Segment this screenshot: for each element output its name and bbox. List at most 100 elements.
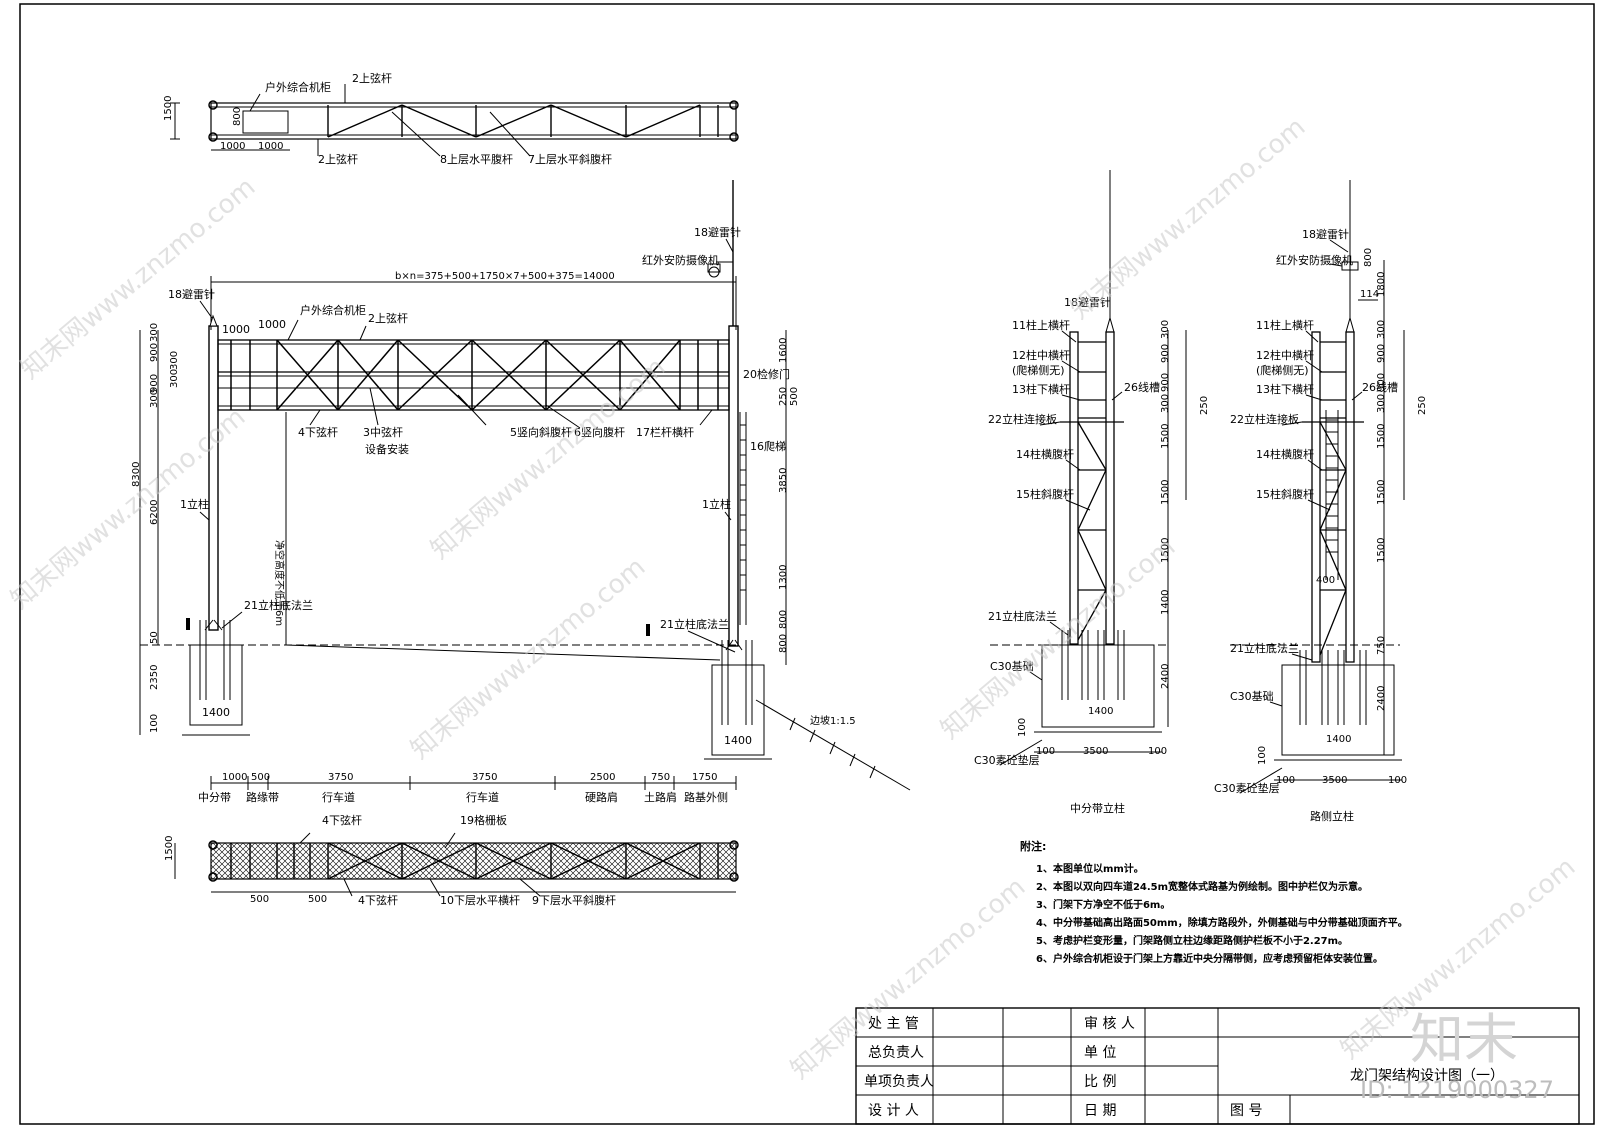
road-camera: 红外安防摄像机 xyxy=(1276,253,1353,267)
median-h-web: 14柱横腹杆 xyxy=(1016,447,1074,461)
road-vdim-0: 1800 xyxy=(1376,272,1387,297)
median-side-dim: 250 xyxy=(1199,396,1210,415)
brand-logo: 知末 xyxy=(1410,1008,1518,1071)
elev-cabinet-label: 户外综合机柜 xyxy=(300,303,366,317)
median-top-bar: 11柱上横杆 xyxy=(1012,318,1070,332)
road-pad-h: 100 xyxy=(1257,746,1268,765)
equipment-label: 设备安装 xyxy=(365,442,409,456)
lower-s-label: 9下层水平斜腹杆 xyxy=(532,893,616,907)
median-plate: 22立柱连接板 xyxy=(988,412,1057,426)
watermark-5: 知末网www.znzmo.com xyxy=(935,532,1181,745)
elev-left-dim-5: 300 xyxy=(149,389,160,408)
column-left-label: 1立柱 xyxy=(180,497,209,511)
median-vdim-6: 1500 xyxy=(1160,538,1171,563)
median-mid-bar: 12柱中横杆 xyxy=(1012,348,1070,362)
tb-r3c4: 比 例 xyxy=(1084,1074,1116,1090)
elev-right-dim-3: 3850 xyxy=(778,468,789,493)
lower-h-label: 10下层水平横杆 xyxy=(440,893,520,907)
rail-label: 17栏杆横杆 xyxy=(636,425,694,439)
elev-right-dim-0: 1600 xyxy=(778,338,789,363)
top-plan-box-dim: 800 xyxy=(232,107,243,126)
median-vdim-5: 1500 xyxy=(1160,480,1171,505)
median-found: C30基础 xyxy=(990,660,1034,673)
elev-left-dim-10: 100 xyxy=(149,714,160,733)
span-formula: b×n=375+500+1750×7+500+375=14000 xyxy=(395,271,615,282)
median-base-w: 3500 xyxy=(1083,746,1108,757)
road-lightning: 18避雷针 xyxy=(1302,227,1349,241)
road-vdim-1: 300 xyxy=(1376,320,1387,339)
watermark-3: 知末网www.znzmo.com xyxy=(5,402,251,615)
top-plan-dim-b: 1000 xyxy=(258,141,283,152)
median-cable: 26线槽 xyxy=(1124,380,1160,394)
median-found-w: 1400 xyxy=(1088,706,1113,717)
lightning-left-label: 18避雷针 xyxy=(168,287,215,301)
bottom-dim-3: 3750 xyxy=(472,772,497,783)
elev-left-dim-8: 50 xyxy=(149,631,160,644)
bottom-dim-0: 1000 xyxy=(222,772,247,783)
road-base-w: 3500 xyxy=(1322,775,1347,786)
road-found: C30基础 xyxy=(1230,690,1274,703)
road-column-title: 路侧立柱 xyxy=(1310,809,1354,823)
road-vdim-2: 900 xyxy=(1376,344,1387,363)
tb-r2c1: 总负责人 xyxy=(868,1045,924,1061)
bottom-plan-dim-500a: 500 xyxy=(250,894,269,905)
bottom-dim-5: 750 xyxy=(651,772,670,783)
vert-diag-label: 5竖向斜腹杆 xyxy=(510,425,572,439)
watermark-2: 知末网www.znzmo.com xyxy=(425,352,671,565)
road-side-dim: 250 xyxy=(1417,396,1428,415)
top-plan-dim-a: 1000 xyxy=(220,141,245,152)
elev-left-dim-3: 300 xyxy=(169,369,180,388)
road-flange: 21立柱底法兰 xyxy=(1230,641,1299,655)
road-vdim-7: 1500 xyxy=(1376,538,1387,563)
road-pad: C30素砼垫层 xyxy=(1214,781,1280,795)
elev-left-dim-9: 2350 xyxy=(149,665,160,690)
bottom-plan-lower-chord-top: 4下弦杆 xyxy=(322,813,362,827)
elev-right-dim-4: 1300 xyxy=(778,565,789,590)
slope-label: 边坡1:1.5 xyxy=(810,714,856,727)
elev-left-dim-6: 8300 xyxy=(131,462,142,487)
elev-left-dim-7: 6200 xyxy=(149,500,160,525)
elev-left-dim-0: 300 xyxy=(149,323,160,342)
bottom-label-2: 行车道 xyxy=(322,790,355,804)
bottom-label-0: 中分带 xyxy=(198,791,231,804)
bottom-plan-width-dim: 1500 xyxy=(164,836,175,861)
road-edge-a: 100 xyxy=(1276,775,1295,786)
median-lightning: 18避雷针 xyxy=(1064,295,1111,309)
road-vdim-5: 1500 xyxy=(1376,424,1387,449)
median-edge-a: 100 xyxy=(1036,746,1055,757)
road-plate: 22立柱连接板 xyxy=(1230,412,1299,426)
bottom-dim-2: 3750 xyxy=(328,772,353,783)
watermark-6: 知末网www.znzmo.com xyxy=(1065,112,1311,325)
road-vdim-6: 1500 xyxy=(1376,480,1387,505)
brand-id: ID: 1219000327 xyxy=(1360,1076,1554,1104)
note-1: 1、本图单位以mm计。 xyxy=(1036,862,1144,875)
flange-right-label: 21立柱底法兰 xyxy=(660,617,729,631)
road-vdim-9: 2400 xyxy=(1376,686,1387,711)
bottom-label-5: 土路肩 xyxy=(644,790,677,804)
median-vdim-0: 300 xyxy=(1160,320,1171,339)
median-pad: C30素砼垫层 xyxy=(974,753,1040,767)
bottom-plan-lower-chord-bottom: 4下弦杆 xyxy=(358,893,398,907)
door-label: 20检修门 xyxy=(743,367,790,381)
median-low-bar: 13柱下横杆 xyxy=(1012,382,1070,396)
notes: 附注: 1、本图单位以mm计。 2、本图以双向四车道24.5m宽整体式路基为例绘… xyxy=(1020,839,1408,965)
elev-right-dim-6: 800 xyxy=(778,634,789,653)
tb-drawing-title: 龙门架结构设计图（一） xyxy=(1350,1068,1504,1084)
road-vdim-3: 900 xyxy=(1376,373,1387,392)
road-mid-bar: 12柱中横杆 xyxy=(1256,348,1314,362)
note-3: 3、门架下方净空不低于6m。 xyxy=(1036,898,1170,911)
road-mast-dim: 114 xyxy=(1360,289,1379,300)
road-low-bar: 13柱下横杆 xyxy=(1256,382,1314,396)
bottom-plan-dim-500b: 500 xyxy=(308,894,327,905)
median-d-web: 15柱斜腹杆 xyxy=(1016,487,1074,501)
top-plan-upper-chord-bottom-label: 2上弦杆 xyxy=(318,152,358,166)
elev-left-dim-2: 300 xyxy=(169,351,180,370)
bottom-plan-view: 1500 500 500 4下弦杆 19格栅板 4下弦杆 10下层水平横杆 9下… xyxy=(164,813,739,907)
title-block: 处 主 管 总负责人 单项负责人 设 计 人 审 核 人 单 位 比 例 日 期… xyxy=(855,1007,1580,1125)
median-vdim-7: 1400 xyxy=(1160,590,1171,615)
found-w-right: 1400 xyxy=(724,734,752,747)
top-plan-upper-chord-label: 2上弦杆 xyxy=(352,71,392,85)
road-edge-b: 100 xyxy=(1388,775,1407,786)
median-column-title: 中分带立柱 xyxy=(1070,801,1125,815)
